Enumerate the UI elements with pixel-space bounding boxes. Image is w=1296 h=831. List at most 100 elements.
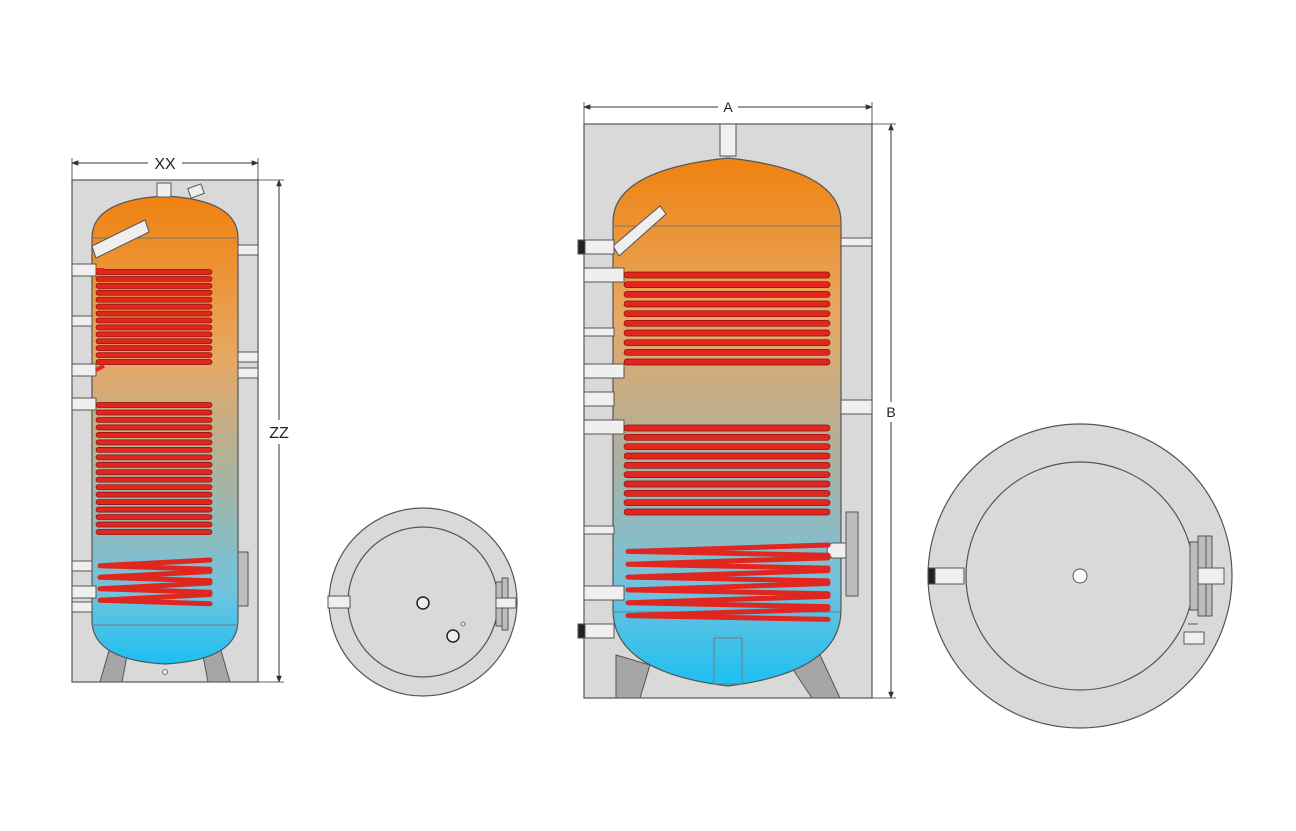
coil-winding [95, 476, 213, 483]
coil-winding [623, 329, 831, 337]
small-right-connectors [237, 244, 259, 379]
coil-winding [95, 352, 213, 358]
coil-winding [623, 489, 831, 497]
large-lower-coil [623, 424, 831, 622]
coil-winding [95, 454, 213, 461]
small-left-connectors [71, 263, 97, 613]
coil-winding [95, 303, 213, 310]
coil-winding [623, 348, 831, 356]
small-top-nozzle [156, 182, 172, 198]
large-upper-coil [623, 271, 831, 366]
coil-winding [95, 282, 213, 289]
coil-winding [97, 557, 213, 572]
coil-winding [95, 324, 213, 331]
coil-winding [95, 317, 213, 324]
small-upper-coil [95, 268, 213, 372]
coil-winding [97, 580, 213, 595]
small-heater-flange [237, 551, 249, 607]
coil-winding [623, 471, 831, 479]
small-lower-coil [95, 402, 213, 607]
small-dip-pipe [91, 219, 150, 259]
coil-winding [95, 338, 213, 345]
coil-winding [95, 402, 213, 408]
coil-winding [623, 452, 831, 460]
large-top-nozzle [719, 123, 737, 157]
coil-winding [95, 331, 213, 338]
coil-winding [95, 499, 213, 505]
coil-winding [95, 289, 213, 296]
small-top-left-stub [327, 595, 351, 609]
coil-winding [623, 443, 831, 451]
large-right-connectors [840, 237, 873, 415]
coil-winding [623, 499, 831, 507]
small-tank-side-view [71, 179, 259, 683]
large-heater-flange [826, 511, 859, 597]
coil-winding [95, 484, 213, 491]
small-tank-top-view [327, 507, 518, 697]
coil-winding [95, 446, 213, 453]
large-top-left-stub [927, 567, 965, 585]
coil-winding [95, 529, 213, 535]
small-width-dimension: XX [71, 156, 259, 180]
large-height-label: B [886, 404, 895, 420]
large-dip-pipe [612, 205, 667, 257]
coil-winding [95, 461, 213, 468]
coil-winding [95, 296, 213, 303]
coil-winding [623, 424, 831, 432]
large-tank-top-view [927, 423, 1233, 729]
coil-winding [95, 491, 213, 498]
coil-winding [625, 555, 831, 571]
coil-winding [625, 542, 831, 558]
coil-winding [95, 514, 213, 520]
coil-winding [95, 521, 213, 528]
coil-winding [623, 358, 831, 366]
large-bottom-sleeve [713, 637, 743, 685]
small-top-sensor-port [187, 183, 205, 199]
large-tank-side-view [577, 123, 873, 699]
coil-winding [623, 339, 831, 347]
coil-winding [623, 508, 831, 516]
coil-winding [623, 300, 831, 308]
small-height-label: ZZ [269, 425, 289, 442]
coil-winding [623, 281, 831, 289]
coil-winding [625, 581, 831, 597]
coil-winding [95, 439, 213, 446]
coil-winding [95, 276, 213, 282]
large-top-flange [1189, 535, 1225, 617]
coil-winding [625, 568, 831, 584]
coil-winding [623, 290, 831, 298]
coil-connector [95, 268, 105, 372]
coil-winding [95, 269, 213, 275]
small-drain [162, 669, 168, 675]
coil-winding [97, 592, 213, 607]
coil-winding [625, 606, 831, 622]
coil-winding [95, 506, 213, 513]
coil-winding [623, 310, 831, 318]
coil-winding [95, 345, 213, 352]
large-left-connectors [577, 239, 625, 639]
coil-winding [95, 432, 213, 438]
large-width-label: A [723, 99, 733, 115]
large-top-side-port [1183, 631, 1205, 645]
coil-winding [95, 310, 213, 317]
large-height-dimension: B [872, 123, 896, 699]
coil-winding [623, 461, 831, 469]
small-width-label: XX [154, 156, 176, 173]
coil-winding [95, 409, 213, 416]
small-top-port-2 [446, 629, 460, 643]
coil-winding [625, 593, 831, 610]
coil-winding [623, 433, 831, 441]
small-top-port-3 [460, 621, 466, 627]
small-top-flange [495, 577, 517, 631]
coil-winding [95, 469, 213, 476]
small-height-dimension: ZZ [258, 179, 289, 683]
coil-winding [95, 417, 213, 423]
coil-winding [623, 480, 831, 488]
coil-winding [97, 569, 213, 584]
coil-winding [623, 271, 831, 279]
coil-winding [95, 424, 213, 431]
large-top-center-port [1072, 568, 1088, 584]
large-width-dimension: A [583, 99, 873, 124]
coil-winding [623, 319, 831, 327]
